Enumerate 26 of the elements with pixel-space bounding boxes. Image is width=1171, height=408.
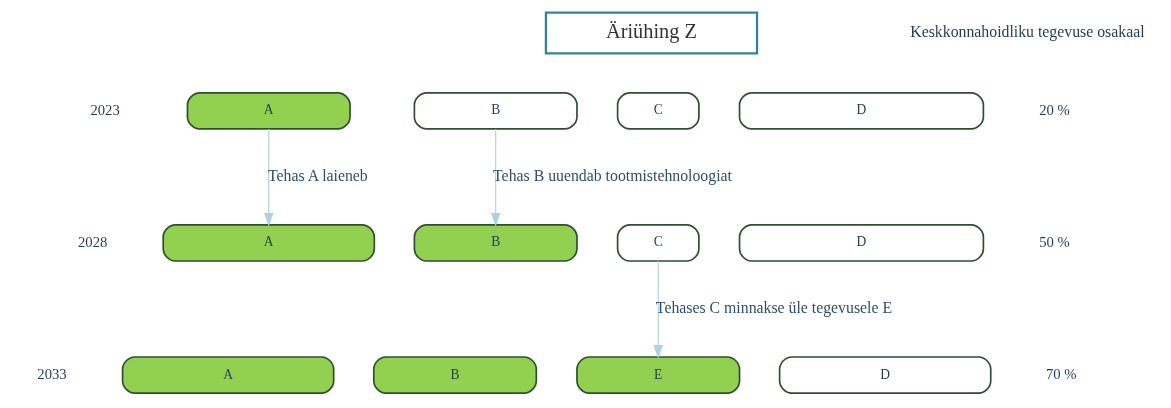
node-box: B: [413, 91, 578, 130]
arrow: [263, 128, 273, 227]
node-box: C: [616, 224, 700, 262]
node-box: A: [186, 91, 351, 130]
arrow: [653, 260, 663, 359]
node-box: C: [616, 91, 700, 130]
node-box: E: [575, 356, 740, 394]
label: 50 %: [1038, 233, 1070, 250]
node-box: A: [121, 356, 335, 394]
node-box: A: [161, 224, 375, 262]
edge-label: Tehas A laieneb: [267, 167, 368, 185]
node-box: B: [372, 356, 537, 394]
label: Keskkonnahoidliku tegevuse osakaal: [909, 23, 1145, 41]
edge-label: Tehases C minnakse üle tegevusele E: [655, 299, 892, 317]
node-box: Äriühing Z: [544, 11, 758, 55]
label: 2023: [89, 101, 120, 118]
node-box: D: [738, 91, 984, 130]
label: 2033: [36, 365, 67, 382]
label: 20 %: [1038, 101, 1070, 118]
label: 2028: [77, 233, 107, 250]
arrow: [490, 128, 500, 227]
node-box: D: [778, 356, 992, 394]
node-box: B: [413, 224, 578, 262]
node-box: D: [738, 224, 984, 262]
edge-label: Tehas B uuendab tootmistehnoloogiat: [492, 167, 732, 185]
label: 70 %: [1045, 365, 1077, 382]
